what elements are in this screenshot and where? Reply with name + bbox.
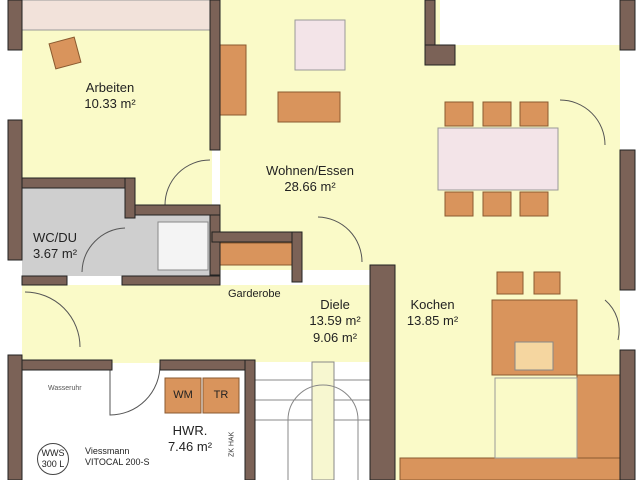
dining-table	[437, 127, 559, 191]
cooktop	[514, 341, 554, 371]
room-area: 7.46 m²	[167, 439, 213, 455]
heat-pump-model: VITOCAL 200-S	[85, 457, 150, 468]
washing-machine-label: WM	[173, 389, 193, 401]
coffee-table	[294, 19, 346, 71]
room-area: 10.33 m²	[84, 96, 136, 112]
room-name: HWR.	[172, 423, 208, 438]
room-name: Kochen	[410, 297, 455, 312]
room-area: 13.59 m²	[309, 313, 361, 329]
room-name: Wohnen/Essen	[266, 163, 354, 178]
room-area-secondary: 9.06 m²	[312, 329, 358, 345]
floor-diele	[22, 285, 387, 363]
heat-pump-brand: Viessmann	[85, 446, 130, 456]
room-name: Diele	[320, 297, 350, 312]
room-area: 3.67 m²	[32, 246, 78, 262]
garderobe-label: Garderobe	[228, 288, 281, 300]
room-name: WC/DU	[32, 230, 78, 245]
tank-volume: 300 L	[41, 459, 65, 470]
doors	[24, 99, 620, 416]
zk-hak-label: ZK HAK	[228, 431, 236, 458]
room-hwr: HWR.7.46 m²	[160, 423, 220, 456]
shower-tray	[157, 221, 209, 271]
wasseruhr-label: Wasseruhr	[48, 385, 82, 392]
room-area: 28.66 m²	[284, 179, 336, 195]
kitchen-island-space	[494, 377, 578, 459]
room-name: Arbeiten	[85, 80, 135, 95]
staircase	[255, 361, 387, 480]
room-area: 13.85 m²	[406, 313, 459, 329]
walls	[7, 0, 636, 480]
bed	[21, 0, 211, 31]
dryer-label: TR	[213, 389, 229, 401]
tank-label: WWS	[41, 448, 65, 458]
terrace	[440, 0, 620, 45]
